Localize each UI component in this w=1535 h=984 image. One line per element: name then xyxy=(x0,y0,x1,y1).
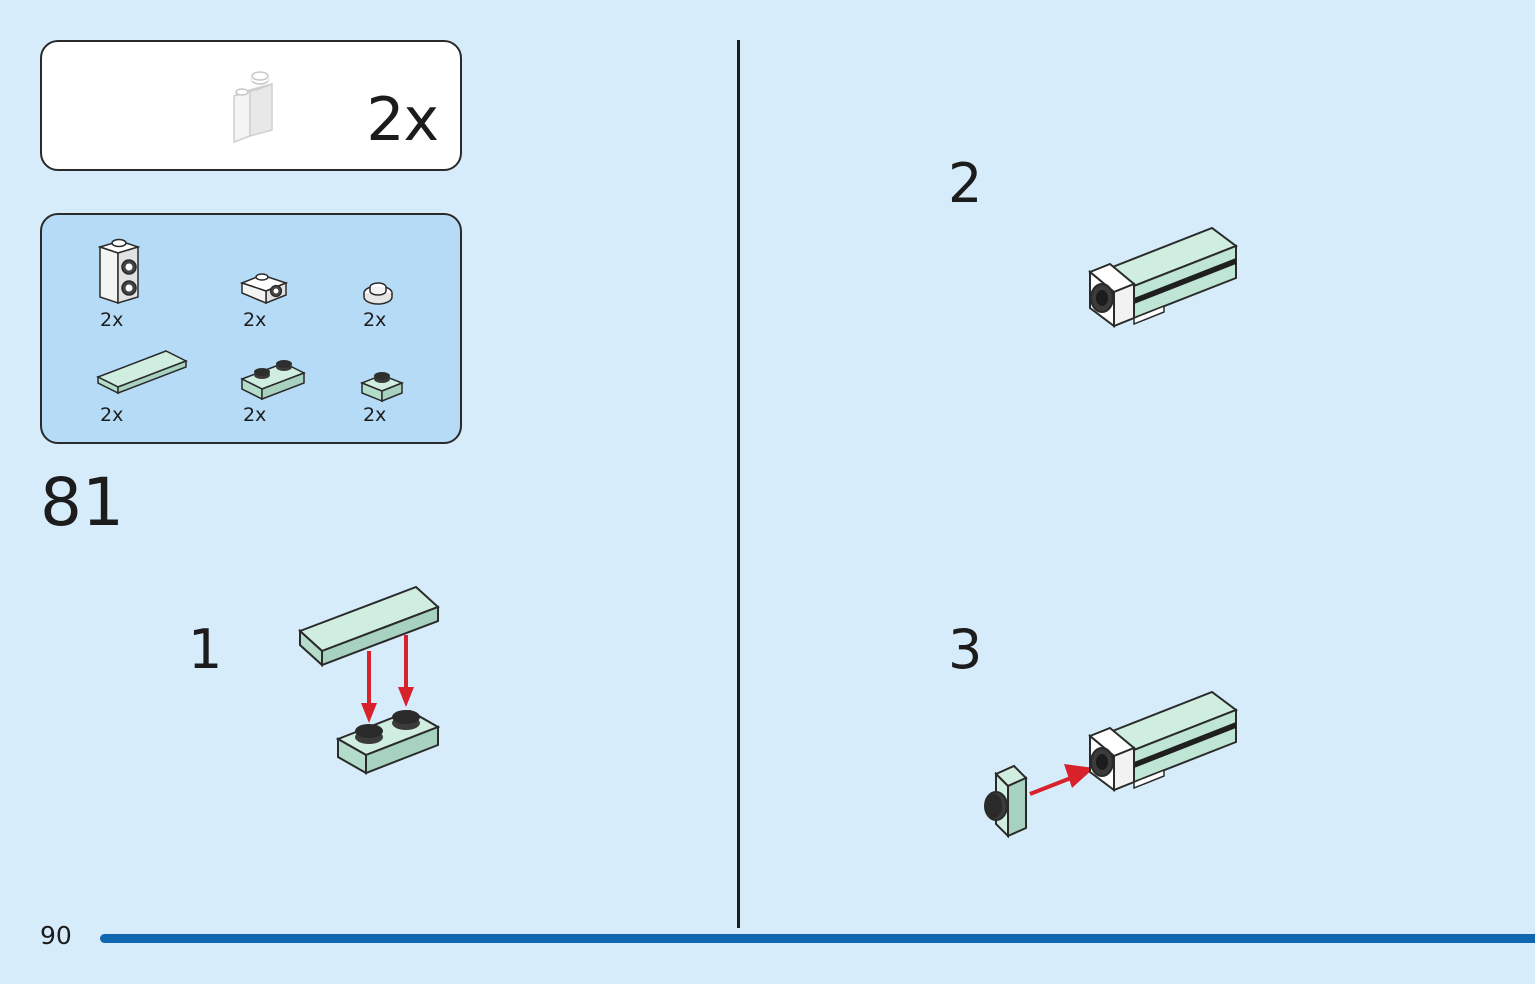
red-arrow-icon xyxy=(361,635,414,723)
substep-1-label: 1 xyxy=(188,618,223,681)
part-qty: 2x xyxy=(243,309,267,331)
substep-3-assembly-illustration xyxy=(984,690,1239,839)
white-brick-subassembly-icon xyxy=(233,71,273,144)
part-qty: 2x xyxy=(363,309,387,331)
part-qty: 2x xyxy=(100,309,124,331)
page-progress-bar xyxy=(100,934,1535,943)
white-round-plate-1x1-icon xyxy=(363,282,393,305)
part-qty: 2x xyxy=(243,404,267,426)
part-qty: 2x xyxy=(100,404,124,426)
white-bracket-1x1-icon xyxy=(239,273,289,305)
step-number: 81 xyxy=(40,464,124,541)
submodel-multiplier-box: 2x xyxy=(40,40,462,171)
mint-tile-1x4-icon xyxy=(96,350,188,395)
red-arrow-icon xyxy=(1029,764,1094,796)
parts-list-panel: 2x 2x 2x 2x 2x xyxy=(40,213,462,444)
substep-2-assembly-illustration xyxy=(1088,226,1239,328)
part-qty: 2x xyxy=(363,404,387,426)
substep-1-assembly-illustration xyxy=(298,585,441,775)
mint-plate-1x1-icon xyxy=(359,372,405,403)
mint-plate-1x2-icon xyxy=(240,360,306,401)
white-brick-1x1-studs-two-sides-icon xyxy=(97,238,141,305)
page-divider xyxy=(737,40,740,928)
substep-3-label: 3 xyxy=(948,618,983,681)
page-number: 90 xyxy=(40,921,72,950)
substep-2-label: 2 xyxy=(948,152,983,215)
submodel-multiplier-count: 2x xyxy=(366,85,439,155)
